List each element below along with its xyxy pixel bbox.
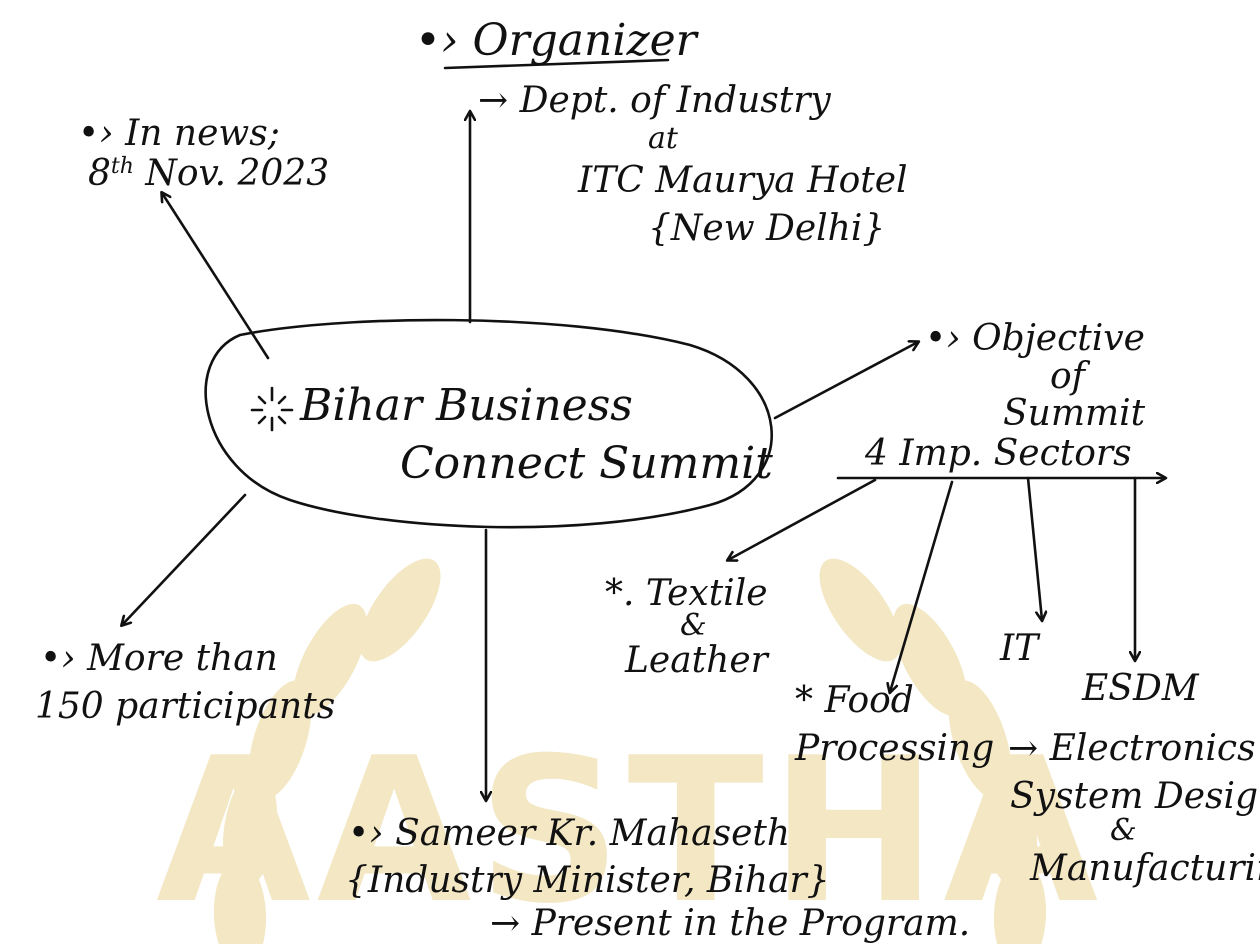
- participants-line1: •› More than: [40, 638, 278, 679]
- watermark-text: AASTHA: [156, 715, 1104, 944]
- textile-amp: &: [680, 608, 707, 643]
- sector-esdm: ESDM → Electronics System Design & Manuf…: [1008, 668, 1260, 889]
- organizer-line3: ITC Maurya Hotel: [577, 160, 908, 201]
- sector-food: * Food Processing: [794, 680, 994, 769]
- news-date-suffix: th: [111, 154, 134, 179]
- food-line2: Processing: [794, 728, 994, 769]
- laurel-wreath-left-icon: [213, 558, 441, 944]
- organizer-line1: → Dept. of Industry: [478, 80, 831, 121]
- organizer-line4: {New Delhi}: [648, 208, 885, 249]
- central-title-line2: Connect Summit: [400, 438, 773, 489]
- esdm-amp: &: [1110, 813, 1137, 848]
- minister-line2: {Industry Minister, Bihar}: [345, 860, 830, 901]
- textile-line1: *. Textile: [605, 573, 768, 614]
- news-date-day: 8: [88, 153, 111, 194]
- objective-line1: •› Objective: [925, 318, 1145, 359]
- organizer-node: •› Organizer → Dept. of Industry at ITC …: [415, 15, 908, 249]
- central-node: Bihar Business Connect Summit: [204, 318, 773, 529]
- arrow-to-participants: [122, 493, 247, 625]
- minister-line3: → Present in the Program.: [490, 903, 970, 944]
- objective-line3: Summit: [1003, 393, 1146, 434]
- arrow-to-food: [890, 480, 954, 692]
- minister-line1: •› Sameer Kr. Mahaseth: [348, 813, 790, 854]
- organizer-underline: [443, 58, 670, 70]
- news-date-rest: Nov. 2023: [134, 153, 329, 194]
- esdm-line1: → Electronics: [1008, 728, 1256, 769]
- esdm-line3: Manufacturing: [1029, 848, 1260, 889]
- news-date: 8th Nov. 2023: [88, 153, 329, 194]
- laurel-wreath-right-icon: [819, 558, 1047, 944]
- sector-textile: *. Textile & Leather: [605, 573, 770, 681]
- arrow-to-news: [162, 193, 270, 360]
- central-title-line1: Bihar Business: [299, 380, 633, 431]
- esdm-label: ESDM: [1081, 668, 1200, 709]
- watermark: AASTHA: [156, 558, 1104, 944]
- connectors: [122, 112, 1165, 800]
- it-label: IT: [999, 628, 1041, 669]
- arrow-to-objective: [773, 342, 918, 420]
- sector-it: IT: [999, 628, 1041, 669]
- news-node: •› In news; 8th Nov. 2023: [78, 113, 329, 194]
- central-ellipse: [204, 318, 773, 529]
- esdm-line2: System Design: [1010, 776, 1260, 817]
- arrow-to-textile: [728, 478, 877, 560]
- objective-sectors: 4 Imp. Sectors: [864, 433, 1132, 474]
- objective-line2: of: [1050, 356, 1091, 397]
- organizer-line2: at: [648, 121, 679, 156]
- textile-line2: Leather: [624, 640, 770, 681]
- sparkle-icon: [250, 386, 294, 432]
- news-heading: •› In news;: [78, 113, 280, 154]
- participants-line2: 150 participants: [35, 686, 335, 727]
- participants-node: •› More than 150 participants: [35, 638, 335, 727]
- objective-node: •› Objective of Summit 4 Imp. Sectors: [864, 318, 1146, 474]
- minister-node: •› Sameer Kr. Mahaseth {Industry Ministe…: [345, 813, 970, 944]
- organizer-heading: •› Organizer: [415, 15, 700, 66]
- food-line1: * Food: [795, 680, 914, 721]
- arrow-to-it: [1026, 476, 1042, 620]
